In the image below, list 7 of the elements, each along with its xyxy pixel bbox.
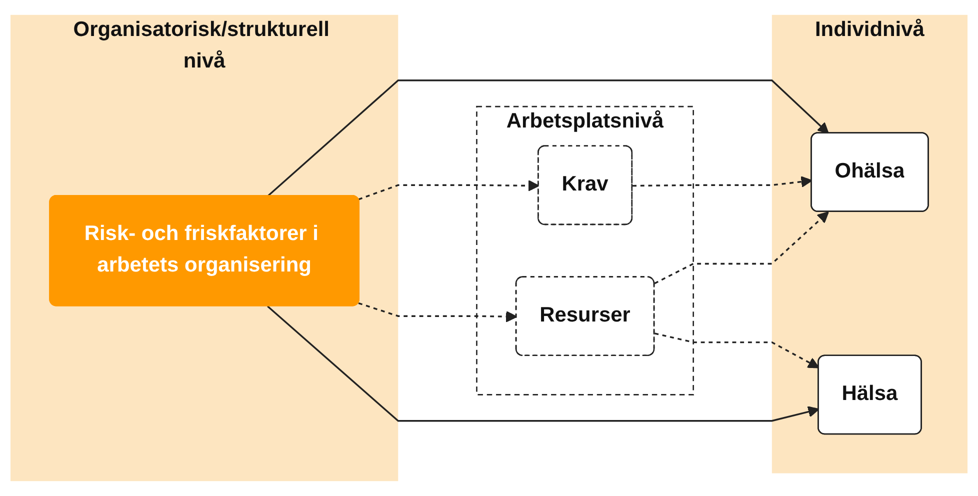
arrow [267,80,829,197]
arrow [358,180,540,200]
arrow [654,211,829,284]
arrow [654,332,820,368]
arrow [358,302,518,322]
arrow [632,176,812,188]
arrow [267,306,820,422]
